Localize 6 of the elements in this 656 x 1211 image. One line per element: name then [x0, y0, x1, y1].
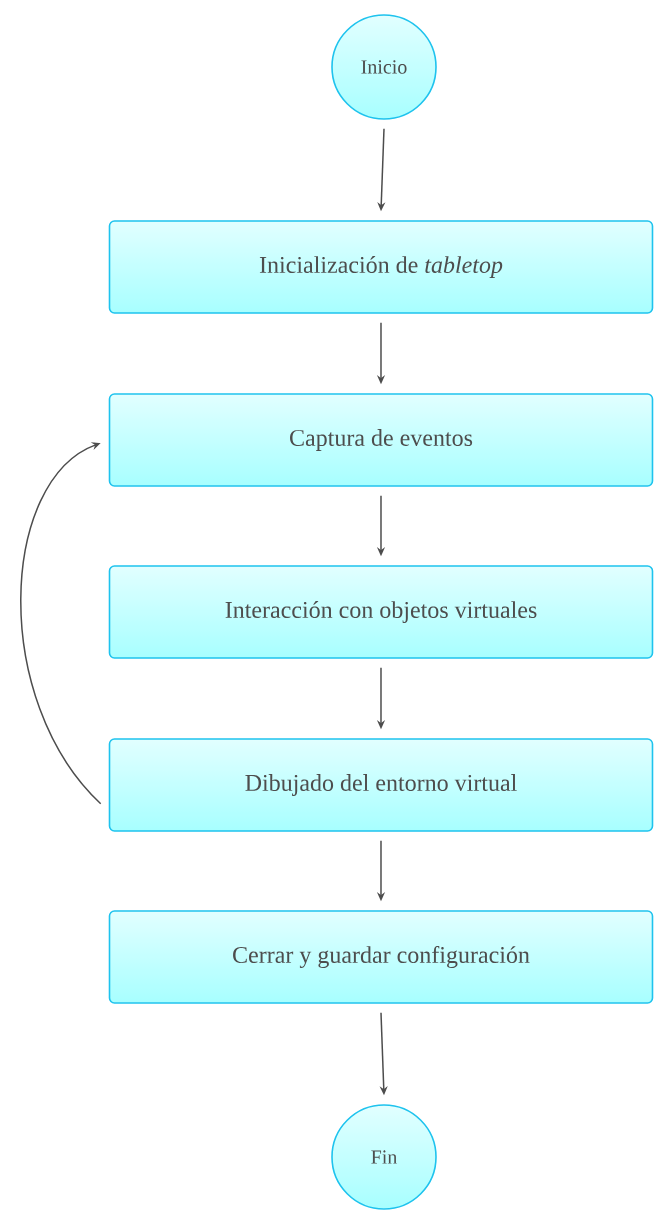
arrow	[20, 442, 102, 805]
process-box: Inicialización de tabletop	[108, 220, 654, 314]
process-box: Captura de eventos	[108, 393, 654, 487]
process-box: Dibujado del entorno virtual	[108, 738, 654, 832]
process-box: Cerrar y guardar configuración	[108, 910, 654, 1004]
process-box: Interacción con objetos virtuales	[108, 565, 654, 659]
